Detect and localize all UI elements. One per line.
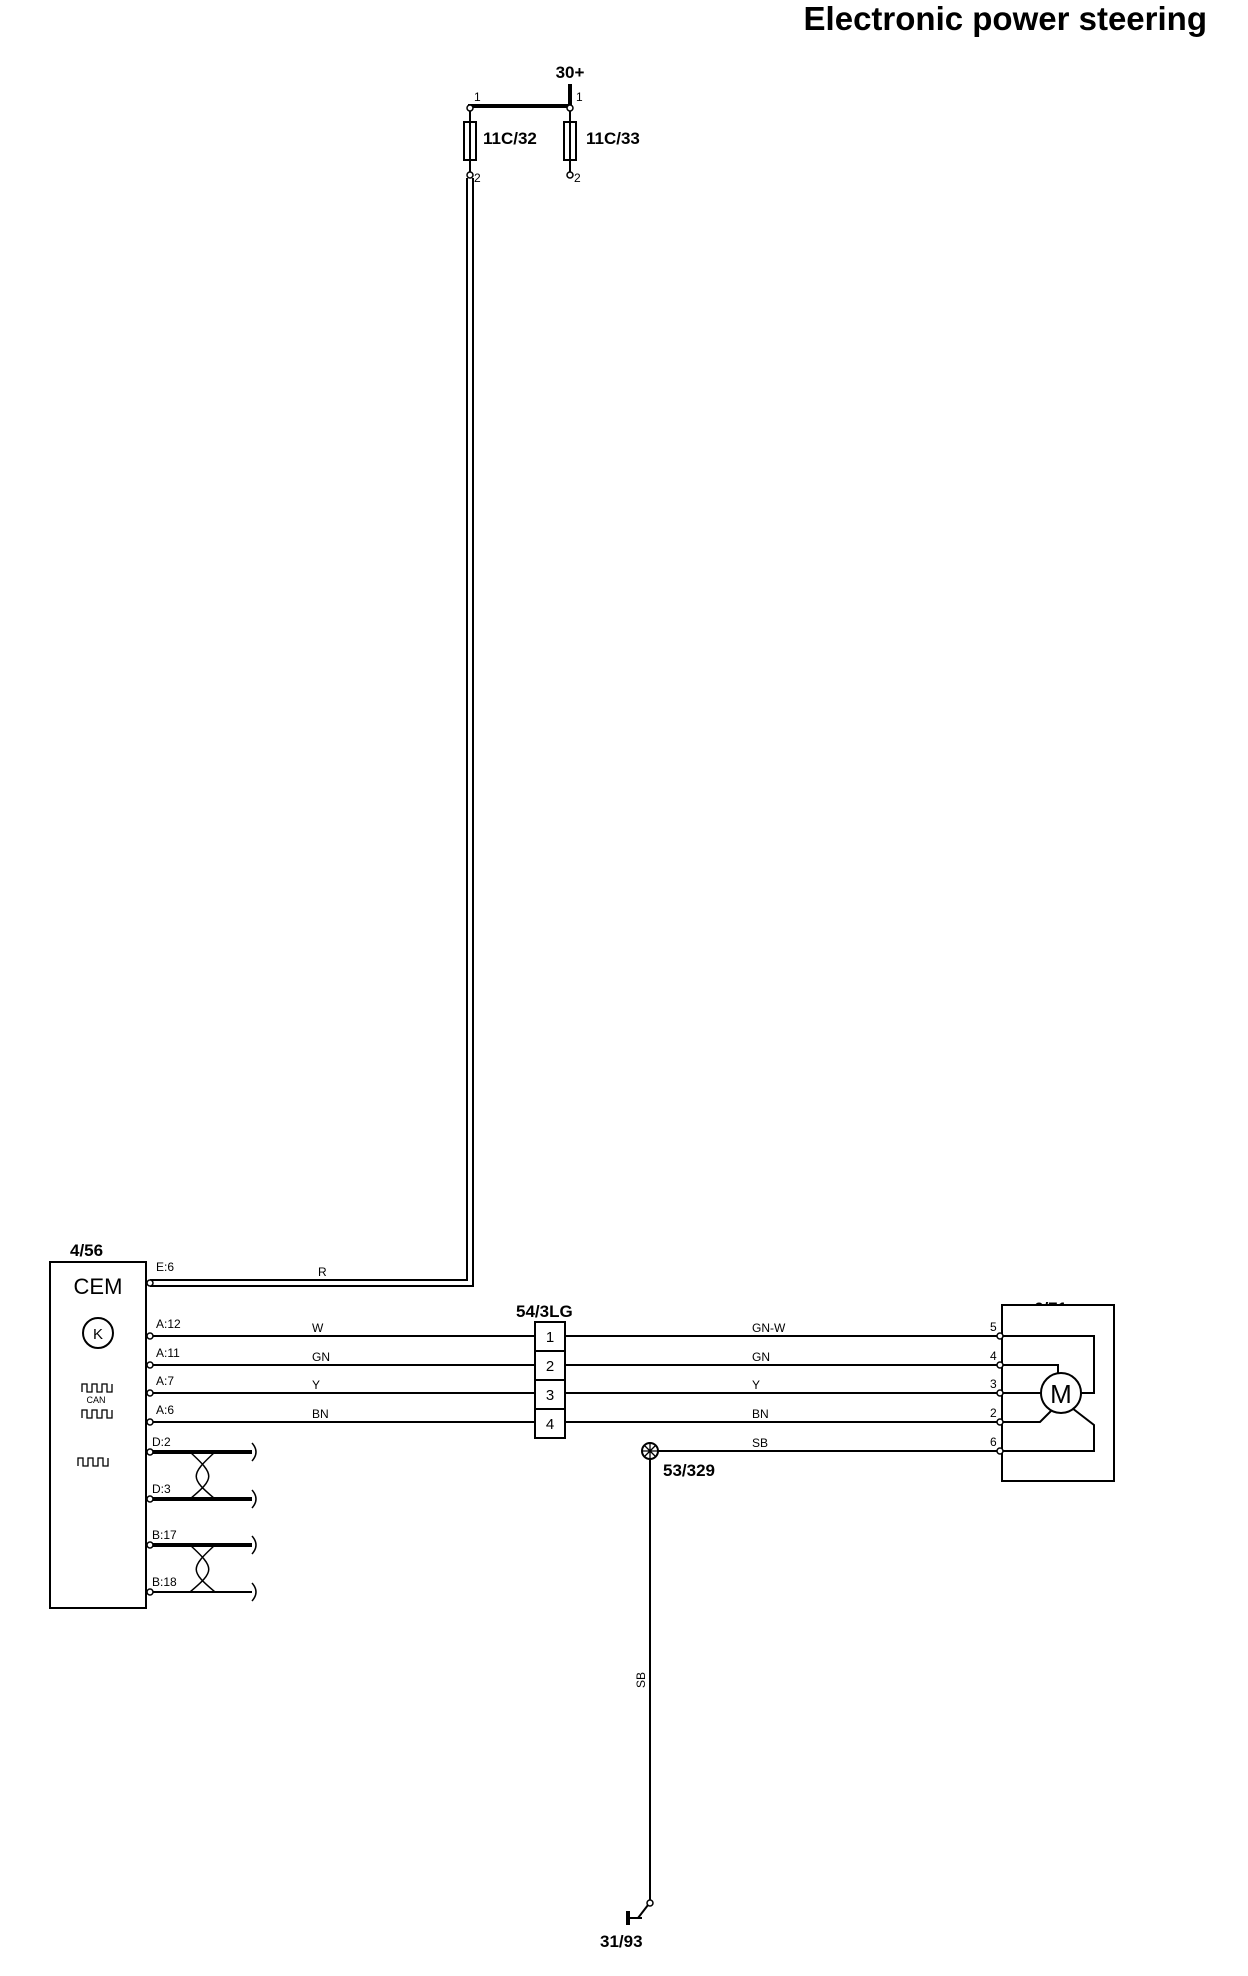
motor-pin-6-label: 6 [990,1435,997,1449]
ground-splice-label: 53/329 [663,1461,715,1480]
motor-pin-4 [996,1361,1004,1369]
cem-pin-a12 [146,1332,154,1340]
cem-pin-d2 [146,1448,154,1456]
cem-k-symbol-icon [82,1317,114,1349]
connector-ref-label: 54/3LG [516,1302,573,1321]
motor-internal-wire-2 [1003,1409,1053,1423]
cem-pin-a7-label: A:7 [156,1374,174,1388]
cem-k-symbol-text: K [93,1326,103,1343]
cem-pin-e6-label: E:6 [156,1260,174,1274]
connector-pin-4: 4 [546,1416,554,1433]
connector-pin-1: 1 [546,1329,554,1346]
wire-break-b17-icon [251,1535,257,1555]
wire-r-outer [150,178,468,1281]
fuse-left-pin1-label: 1 [474,90,481,104]
cem-pin-b18-label: B:18 [152,1575,177,1589]
cem-pin-b17-label: B:17 [152,1528,177,1542]
cem-pin-d2-label: D:2 [152,1435,171,1449]
wire-gn-left-label: GN [312,1350,330,1364]
twist-symbol-b-icon [189,1544,216,1593]
cem-pin-a11 [146,1361,154,1369]
motor-icon [1040,1372,1082,1414]
motor-pin-6 [996,1447,1004,1455]
wire-w-label: W [312,1321,324,1335]
motor-pin-3-label: 3 [990,1377,997,1391]
fuse-right-pin1-label: 1 [576,90,583,104]
ground-label: 31/93 [600,1932,643,1951]
cem-can-wave-icon [81,1409,113,1419]
diagram-title: Electronic power steering [804,0,1207,37]
cem-pin-d3 [146,1495,154,1503]
motor-pin-5-label: 5 [990,1320,997,1334]
fuse-left-label: 11C/32 [483,129,537,148]
wire-r-inner [150,178,474,1287]
cem-pin-b18 [146,1588,154,1596]
wire-break-d3-icon [251,1489,257,1509]
cem-pin-b17 [146,1541,154,1549]
motor-pin-4-label: 4 [990,1349,997,1363]
motor-pin-2 [996,1418,1004,1426]
fuse-right-top-pin [566,104,574,112]
cem-pin-a11-label: A:11 [156,1346,180,1360]
fuse-left-bottom-pin [466,171,474,179]
cem-module [49,1261,147,1609]
wire-gnw-label: GN-W [752,1321,786,1335]
motor-pin-3 [996,1389,1004,1397]
motor-pin-5 [996,1332,1004,1340]
fuse-right-pin2-label: 2 [574,171,581,185]
motor-internal-wire-6 [1003,1407,1095,1452]
cem-signal-wave-icon [81,1383,113,1393]
wire-y-right-label: Y [752,1378,760,1392]
motor-symbol-text: M [1050,1379,1072,1409]
cem-ref-label: 4/56 [70,1241,103,1260]
fuse-left-top-pin [466,104,474,112]
wire-y-left-label: Y [312,1378,320,1392]
cem-pin-d3-label: D:3 [152,1482,171,1496]
wire-sb-h-label: SB [752,1436,768,1450]
wire-r-label: R [318,1265,327,1279]
ground-pin [646,1899,654,1907]
fuse-left-pin2-label: 2 [474,171,481,185]
fuse-right-bottom-pin [566,171,574,179]
cem-pin-a7 [146,1389,154,1397]
cem-pulse-wave-icon [77,1457,109,1467]
cem-pin-a6-label: A:6 [156,1403,174,1417]
supply-terminal-label: 30+ [556,63,585,82]
wire-break-d2-icon [251,1442,257,1462]
motor-internal-wire-5 [1003,1335,1095,1394]
motor-pin-2-label: 2 [990,1406,997,1420]
connector-pin-3: 3 [546,1387,554,1404]
cem-pin-a6 [146,1418,154,1426]
wire-bn-left-label: BN [312,1407,329,1421]
cem-pin-a12-label: A:12 [156,1317,181,1331]
cem-pin-e6 [146,1279,154,1287]
wire-sb-v-label: SB [634,1672,648,1688]
wire-bn-right-label: BN [752,1407,769,1421]
connector-pin-2: 2 [546,1358,554,1375]
cem-can-label: CAN [86,1395,105,1405]
wire-break-b18-icon [251,1582,257,1602]
twist-symbol-d-icon [189,1451,216,1500]
cem-name: CEM [74,1274,123,1299]
fuse-right-label: 11C/33 [586,129,640,148]
wire-gn-right-label: GN [752,1350,770,1364]
